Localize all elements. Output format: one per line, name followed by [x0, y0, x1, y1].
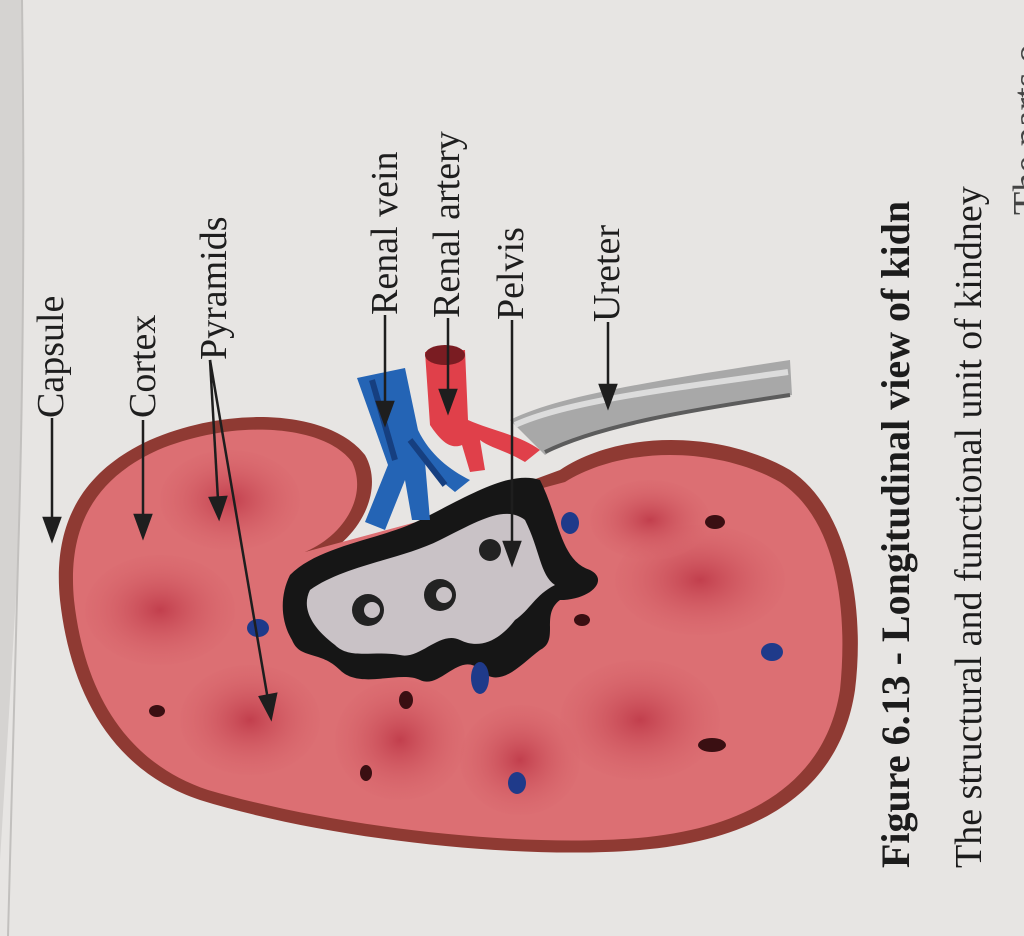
label-capsule: Capsule — [30, 295, 72, 418]
ureter — [510, 360, 792, 455]
vessel-dots — [149, 512, 783, 794]
label-cortex: Cortex — [122, 314, 164, 418]
label-ureter: Ureter — [586, 224, 628, 322]
figure-caption: Figure 6.13 - Longitudinal view of kidn — [873, 200, 918, 868]
label-renal-artery: Renal artery — [426, 131, 468, 318]
label-pyramids: Pyramids — [193, 216, 235, 360]
renal-artery-opening — [425, 345, 465, 365]
pyramids — [85, 450, 785, 815]
body-text-line: The parts o — [1006, 44, 1024, 215]
label-renal-vein: Renal vein — [364, 151, 406, 315]
body-text-line: The structural and functional unit of ki… — [948, 186, 990, 868]
leader-lines — [42, 315, 618, 722]
renal-artery — [425, 350, 540, 472]
label-pelvis: Pelvis — [490, 227, 532, 320]
